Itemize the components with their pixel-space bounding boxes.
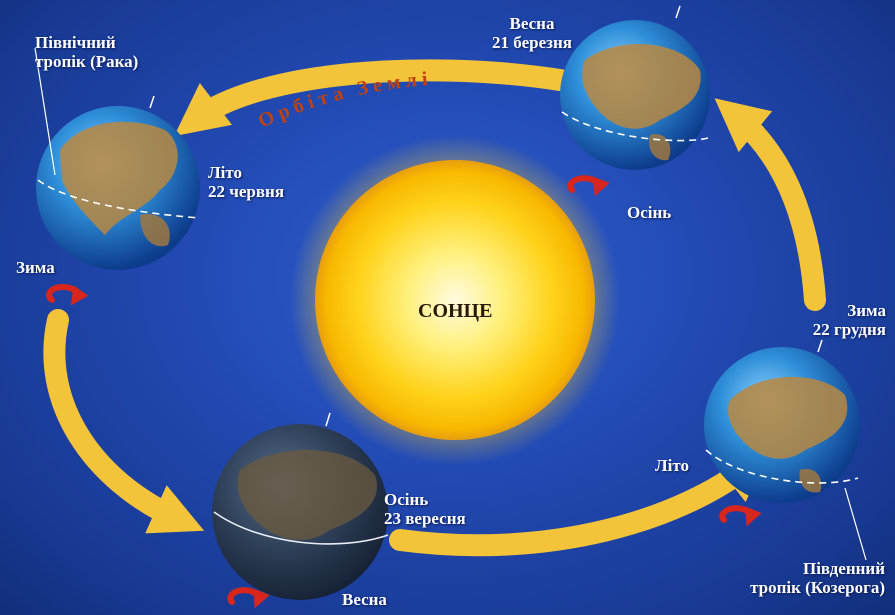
winter-season-label: Зима [847, 301, 886, 320]
globe-autumn [212, 412, 389, 600]
spring-bottom-label: Весна [342, 590, 387, 609]
globe-equator-line [213, 511, 389, 545]
summer-season-label: Літо [208, 163, 243, 182]
autumn-season-label: Осінь [384, 490, 429, 509]
orbit-arrow-right [714, 98, 826, 311]
north-tropic-leader [34, 47, 56, 176]
globe-land [237, 449, 377, 541]
globe-winter [704, 339, 860, 503]
winter-left-label: Зима [16, 258, 55, 277]
rotation-arrow-bottom [227, 587, 270, 609]
globe-axis [325, 412, 331, 427]
north-tropic-label-line2: тропік (Рака) [35, 52, 139, 71]
globe-axis [149, 95, 155, 109]
summer-right-label: Літо [655, 456, 690, 475]
globe-land-2 [799, 468, 822, 493]
rotation-arrow-left [46, 284, 89, 306]
orbit-arrows [43, 59, 826, 557]
globe-land-2 [649, 134, 671, 161]
spring-date-label: 21 березня [492, 33, 572, 52]
south-tropic-label-line2: тропік (Козерога) [750, 578, 885, 597]
winter-date-label: 22 грудня [812, 320, 886, 339]
globe-land [728, 376, 848, 459]
orbit-arrow-left [43, 309, 205, 534]
sun [315, 160, 595, 440]
autumn-top-right-label: Осінь [627, 203, 672, 222]
sun-label: СОНЦЕ [418, 300, 493, 322]
south-tropic-leader [844, 487, 867, 561]
rotation-arrow-top-right [567, 175, 610, 197]
globe-spring [560, 5, 710, 170]
globe-land [582, 43, 701, 129]
autumn-date-label: 23 вересня [384, 509, 466, 528]
south-tropic-label-line1: Південний [802, 559, 885, 578]
globe-axis [817, 339, 823, 353]
orbit-arrow-top [174, 59, 571, 137]
rotation-arrow-right [719, 505, 762, 527]
north-tropic-label-line1: Північний [35, 33, 116, 52]
summer-date-label: 22 червня [208, 182, 285, 201]
globe-tropic-line [561, 111, 709, 142]
spring-season-label: Весна [509, 14, 555, 33]
globe-land-2 [140, 214, 170, 247]
globe-tropic-line [37, 179, 201, 219]
globe-summer [36, 95, 201, 270]
globe-axis [675, 5, 681, 19]
globe-tropic-line [705, 449, 859, 484]
orbit-arrow-bottom [389, 448, 771, 557]
rotation-arrows [46, 175, 762, 609]
globe-land [60, 121, 178, 235]
